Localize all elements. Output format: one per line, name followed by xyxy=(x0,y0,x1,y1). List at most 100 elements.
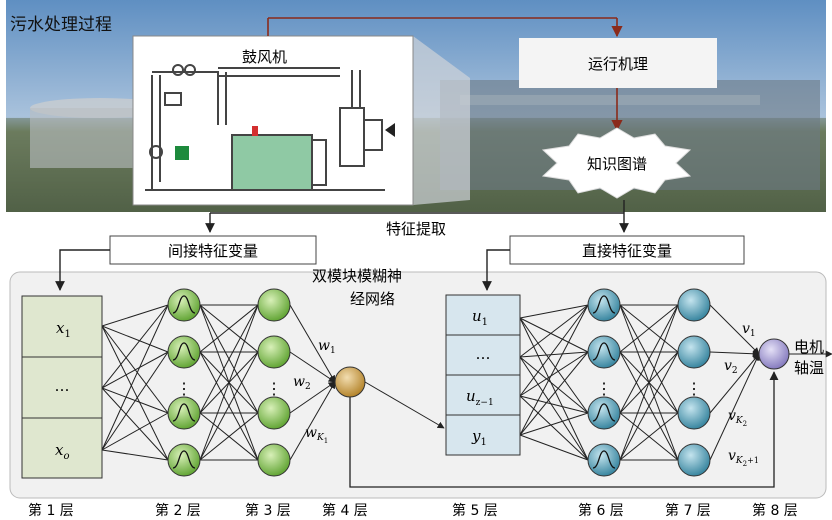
rule-neuron-l2-4 xyxy=(167,443,201,477)
edge-l5-l6 xyxy=(519,351,589,397)
rule-neuron-l6-2-body xyxy=(587,335,621,369)
edge-l5-l6 xyxy=(519,317,589,414)
rule-neuron-l6-4-body xyxy=(587,443,621,477)
output-neuron-l4 xyxy=(334,366,366,398)
weight-v2: v2 xyxy=(724,358,738,376)
rule-neuron-l2-2-gaussian-curve xyxy=(172,342,196,361)
blower-green-valve xyxy=(175,146,189,160)
edge-l1-l2 xyxy=(101,304,169,327)
input-uz-1: uz−1 xyxy=(466,387,494,408)
edge-l3-l4 xyxy=(289,304,336,383)
edge-l2-l3 xyxy=(199,412,259,461)
edge-l5-l6 xyxy=(519,351,589,358)
blower-red-indicator xyxy=(252,126,258,136)
input-y1: y1 xyxy=(471,427,487,448)
rule-neuron-l6-4-gaussian-curve xyxy=(592,450,616,469)
edge-l6-l7 xyxy=(619,304,679,353)
knowledge-graph-label: 知识图谱 xyxy=(587,155,647,173)
normalize-neuron-l3-2 xyxy=(257,335,291,369)
edge-l6-l7 xyxy=(619,412,679,461)
rule-neuron-l6-3-gaussian-curve xyxy=(592,403,616,422)
output-neuron-l8 xyxy=(758,338,790,370)
edge-l7-l8 xyxy=(709,353,760,461)
edge-l1-l2 xyxy=(101,351,169,389)
direct-features-label: 直接特征变量 xyxy=(582,242,672,260)
rule-neuron-l2-4-gaussian-curve xyxy=(172,450,196,469)
edge-l6-l7 xyxy=(619,304,679,414)
rule-neuron-l6-3 xyxy=(587,396,621,430)
photo-roof xyxy=(460,95,760,105)
layer2-ellipsis: ⋮ xyxy=(176,379,192,398)
rule-neuron-l2-3 xyxy=(167,396,201,430)
weight-vk2plus1: vK2+1 xyxy=(728,448,759,468)
normalize-neuron-l3-1 xyxy=(257,288,291,322)
layer-label-2: 第 2 层 xyxy=(155,502,201,519)
knowledge-graph-starburst xyxy=(541,127,692,199)
layer-label-8: 第 8 层 xyxy=(752,502,798,519)
edge-l1-l2 xyxy=(101,387,169,461)
normalize-neuron-l3-3 xyxy=(257,396,291,430)
layer3-ellipsis: ⋮ xyxy=(266,379,282,398)
layer-label-5: 第 5 层 xyxy=(452,502,498,519)
edge-l5-l6 xyxy=(519,395,589,414)
rule-neuron-l2-2 xyxy=(167,335,201,369)
output-label-line1: 电机 xyxy=(794,338,824,356)
rule-neuron-l2-3-body xyxy=(167,396,201,430)
normalize-neuron-l7-1 xyxy=(677,288,711,322)
edge-l1-l2 xyxy=(101,351,169,451)
edge-l6-l7 xyxy=(619,304,679,461)
direct-to-input-arrow xyxy=(482,249,510,291)
weight-w1: w1 xyxy=(318,338,336,356)
edge-l5-l6 xyxy=(519,304,589,319)
feedback-path xyxy=(349,371,779,488)
edge-l5-l6 xyxy=(519,304,589,358)
edge-l7-l8 xyxy=(709,353,760,414)
edge-l3-l4 xyxy=(289,381,336,461)
network-connections xyxy=(101,304,832,488)
input-x1: x1 xyxy=(56,319,71,340)
rule-neuron-l6-2 xyxy=(587,335,621,369)
edge-l6-l7 xyxy=(619,351,679,461)
network-panel xyxy=(9,271,827,499)
weight-vk2: vK2 xyxy=(728,408,747,428)
rule-neuron-l2-1-body xyxy=(167,288,201,322)
edge-l5-l6 xyxy=(519,351,589,436)
rule-neuron-l6-2-gaussian-curve xyxy=(592,342,616,361)
edge-l1-l2 xyxy=(101,449,169,461)
inset-projection xyxy=(413,36,470,205)
edge-l5-l6 xyxy=(519,317,589,353)
edge-l3-l4 xyxy=(289,351,336,383)
layer-labels: 第 1 层 第 2 层 第 3 层 第 4 层 第 5 层 第 6 层 第 7 … xyxy=(28,502,798,519)
input-u1: u1 xyxy=(472,307,488,328)
normalize-neuron-l3-4 xyxy=(257,443,291,477)
indirect-features-box xyxy=(109,235,317,265)
weight-v1: v1 xyxy=(742,321,756,339)
normalize-neuron-l7-4 xyxy=(677,443,711,477)
direct-features-box xyxy=(509,235,745,265)
edge-l5-l6 xyxy=(519,412,589,436)
blower-outlet-marker xyxy=(385,123,395,137)
edge-l7-l8 xyxy=(709,350,760,358)
rule-neuron-l2-1-gaussian-curve xyxy=(172,295,196,314)
feature-extraction-label: 特征提取 xyxy=(386,220,446,238)
edge-l5-l6 xyxy=(519,304,589,397)
weight-wk1: wK1 xyxy=(305,425,328,445)
weights-module-2: v1 v2 vK2 vK2+1 xyxy=(724,321,759,468)
edge-l1-l2 xyxy=(101,325,169,461)
edge-l2-l3 xyxy=(199,304,259,461)
rule-neuron-l6-4 xyxy=(587,443,621,477)
weight-w2: w2 xyxy=(293,374,311,392)
network-neurons xyxy=(167,288,790,477)
output-label-line2: 轴温 xyxy=(794,359,824,377)
rule-neuron-l2-1 xyxy=(167,288,201,322)
blower-label: 鼓风机 xyxy=(242,48,287,66)
weights-module-1: w1 w2 wK1 xyxy=(293,338,336,445)
edge-l1-l2 xyxy=(101,304,169,389)
edge-l4-l5 xyxy=(364,381,445,429)
layer-label-3: 第 3 层 xyxy=(245,502,291,519)
normalize-neuron-l7-2 xyxy=(677,335,711,369)
indirect-features-label: 间接特征变量 xyxy=(168,242,258,260)
edge-l5-l6 xyxy=(519,434,589,461)
